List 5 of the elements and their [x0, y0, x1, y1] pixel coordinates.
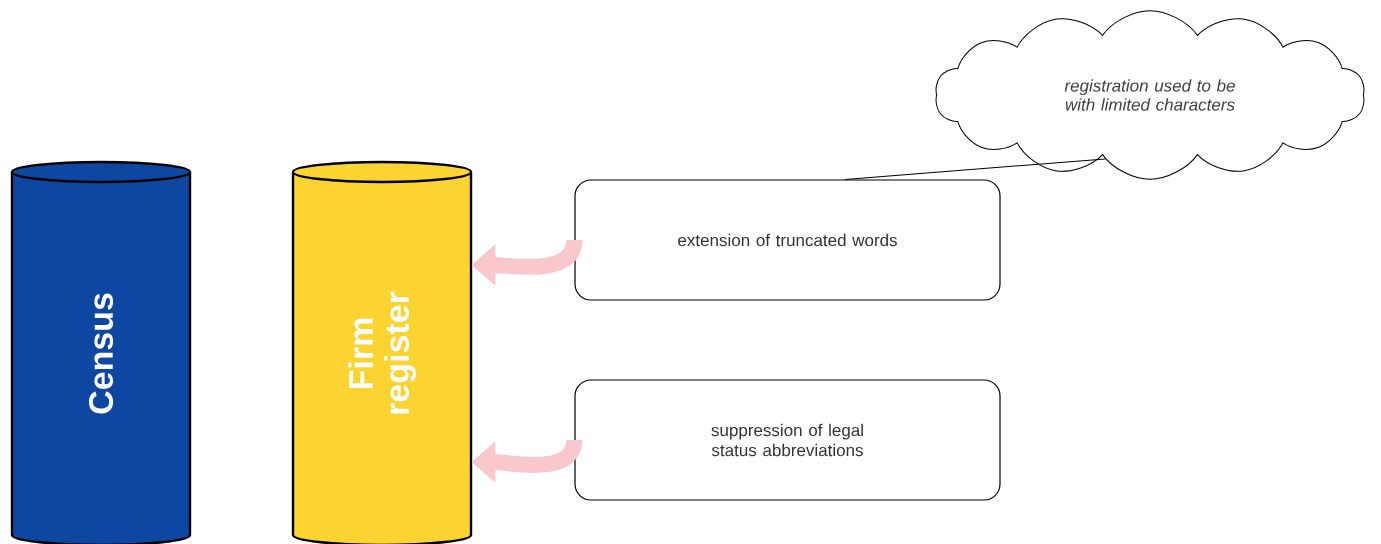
- cylinder: Firm register: [291, 160, 473, 544]
- process-box: suppression of legal status abbreviations: [574, 379, 1001, 501]
- cloud-callout: registration used to be with limited characters: [935, 10, 1365, 180]
- process-box: extension of truncated words: [574, 179, 1001, 301]
- cylinder: Census: [10, 160, 192, 544]
